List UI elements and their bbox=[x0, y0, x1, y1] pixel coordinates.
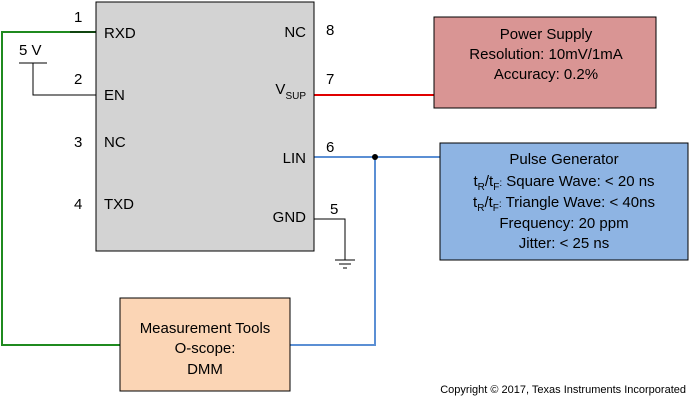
tr-sub: R bbox=[478, 182, 485, 193]
tf-colon: : bbox=[499, 178, 502, 189]
pin-rxd-label: RXD bbox=[104, 25, 136, 42]
copyright-notice: Copyright © 2017, Texas Instruments Inco… bbox=[440, 384, 686, 396]
black-wires bbox=[19, 31, 355, 269]
lin-branch-wire bbox=[290, 157, 376, 346]
pulse-generator-title: Pulse Generator bbox=[509, 151, 618, 168]
pin-8-number: 8 bbox=[326, 22, 334, 39]
pulse-generator-jitter: Jitter: < 25 ns bbox=[519, 235, 609, 252]
pulse-generator-frequency: Frequency: 20 ppm bbox=[499, 215, 628, 232]
pin-vsup-label: VSUP bbox=[275, 81, 306, 102]
pin-txd-label: TXD bbox=[104, 196, 134, 213]
gnd-wire bbox=[314, 218, 346, 260]
power-supply-box bbox=[433, 16, 657, 109]
supply-5v-label: 5 V bbox=[19, 42, 42, 59]
lin-junction-dot bbox=[372, 154, 378, 160]
ic-body bbox=[95, 1, 315, 252]
pulse-generator-triangle: tR/tF: Triangle Wave: < 40ns bbox=[473, 194, 655, 214]
tr-sub-2: R bbox=[477, 203, 484, 214]
measurement-tools-oscope: O-scope: bbox=[175, 340, 236, 357]
tf-colon-2: : bbox=[499, 199, 502, 210]
square-wave-text: Square Wave: < 20 ns bbox=[502, 173, 654, 190]
pin-1-number: 1 bbox=[74, 9, 82, 26]
pin-6-number: 6 bbox=[326, 139, 334, 156]
measurement-tools-dmm: DMM bbox=[187, 361, 223, 378]
pin-4-number: 4 bbox=[74, 196, 82, 213]
pin-lin-label: LIN bbox=[283, 150, 306, 167]
pin-gnd-label: GND bbox=[273, 209, 307, 226]
power-supply-accuracy: Accuracy: 0.2% bbox=[494, 66, 598, 83]
pin-vsup-sub: SUP bbox=[285, 91, 306, 102]
pin-nc8-label: NC bbox=[284, 24, 306, 41]
tf-main: t bbox=[489, 173, 494, 190]
pin-2-number: 2 bbox=[74, 71, 82, 88]
pulse-generator-box bbox=[439, 142, 689, 261]
tf-sub-2: F bbox=[493, 203, 499, 214]
tr-main: t bbox=[473, 173, 478, 190]
tr-tf-slash-2: / bbox=[484, 194, 489, 211]
measurement-tools-title: Measurement Tools bbox=[140, 320, 271, 337]
tr-tf-slash: / bbox=[485, 173, 490, 190]
pin-vsup-main: V bbox=[275, 81, 285, 98]
pin-nc3-label: NC bbox=[104, 134, 126, 151]
pin-7-number: 7 bbox=[326, 71, 334, 88]
en-wire bbox=[32, 63, 96, 96]
triangle-wave-text: Triangle Wave: < 40ns bbox=[502, 194, 655, 211]
pulse-generator-square: tR/tF: Square Wave: < 20 ns bbox=[473, 173, 654, 193]
rxd-wire bbox=[1, 31, 120, 346]
tf-sub: F bbox=[493, 182, 499, 193]
pin-en-label: EN bbox=[104, 87, 125, 104]
power-supply-resolution: Resolution: 10mV/1mA bbox=[469, 46, 622, 63]
measurement-tools-box bbox=[119, 297, 291, 392]
tr-main-2: t bbox=[473, 194, 478, 211]
tf-main-2: t bbox=[489, 194, 494, 211]
power-supply-title: Power Supply bbox=[500, 26, 593, 43]
pin-5-number: 5 bbox=[330, 201, 338, 218]
pin-3-number: 3 bbox=[74, 134, 82, 151]
